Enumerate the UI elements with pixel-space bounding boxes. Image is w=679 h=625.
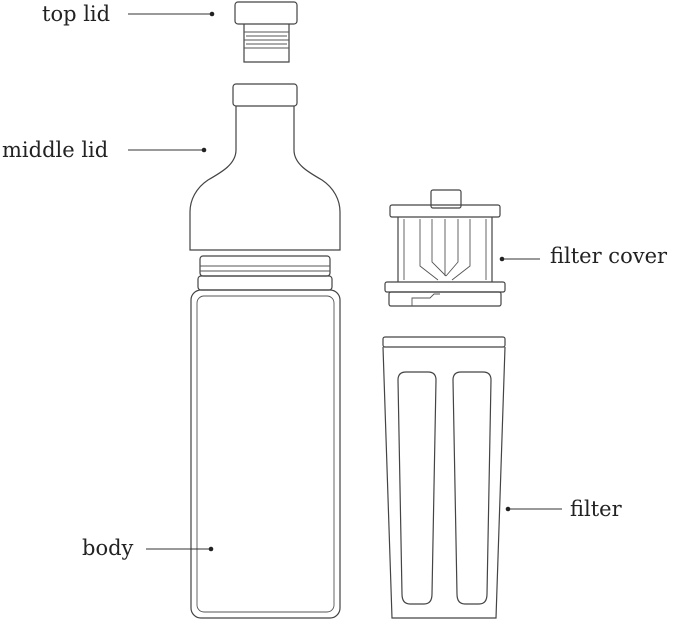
- filter-part: [382, 336, 506, 619]
- filter-leader-dot: [505, 506, 511, 512]
- middle-lid-part: [189, 83, 341, 251]
- middle-lid-label: middle lid: [2, 138, 108, 162]
- body-leader-dot: [208, 546, 214, 552]
- body-label: body: [82, 536, 134, 560]
- filter-cover-part: [384, 189, 506, 307]
- top-lid-leader-dot: [209, 11, 215, 17]
- body-part: [190, 255, 341, 619]
- middle-lid-leader-dot: [201, 147, 207, 153]
- top-lid-label: top lid: [42, 2, 110, 26]
- filter-cover-label: filter cover: [550, 244, 668, 268]
- filter-label: filter: [570, 497, 623, 521]
- top-lid-part: [234, 1, 298, 63]
- filter-cover-leader-dot: [499, 256, 505, 262]
